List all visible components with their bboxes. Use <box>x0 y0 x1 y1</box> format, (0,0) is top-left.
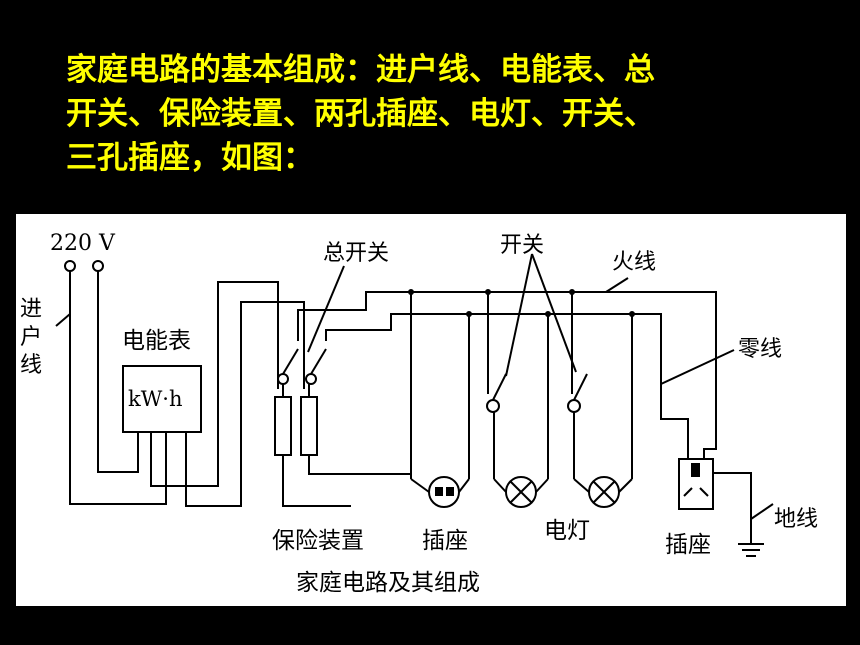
incoming-label-3: 线 <box>20 353 42 378</box>
switch-pointers <box>505 253 577 377</box>
meter-output-wires <box>150 281 305 507</box>
heading-line-3: 三孔插座，如图： <box>66 140 314 176</box>
branch-lamp-2 <box>567 292 633 508</box>
incoming-label-1: 进 <box>20 297 42 322</box>
lamp-label: 电灯 <box>544 518 590 544</box>
fuses <box>274 384 412 507</box>
diagram-caption: 家庭电路及其组成 <box>296 570 480 596</box>
incoming-wires <box>55 271 167 505</box>
branch-lamp-1 <box>486 292 549 508</box>
neutral-wire-label: 零线 <box>738 337 782 362</box>
live-wire-label: 火线 <box>612 250 656 275</box>
two-pin-socket-label: 插座 <box>422 528 468 554</box>
circuit-diagram-panel: 220 V 进 户 线 电能表 kW·h 总开关 开关 火线 零线 保险装置 插… <box>16 214 846 606</box>
three-pin-socket-label: 插座 <box>665 532 711 558</box>
main-switch-label: 总开关 <box>323 241 389 266</box>
circuit-diagram: 220 V 进 户 线 电能表 kW·h 总开关 开关 火线 零线 保险装置 插… <box>20 231 818 596</box>
meter-unit: kW·h <box>128 387 183 411</box>
three-pin-socket <box>660 384 764 557</box>
energy-meter <box>122 365 202 433</box>
terminal-neutral <box>92 260 104 272</box>
main-switch <box>277 265 717 385</box>
terminal-live <box>64 260 76 272</box>
junction-dots <box>408 289 635 317</box>
branch-socket <box>410 292 470 508</box>
heading-line-1: 家庭电路的基本组成：进户线、电能表、总 <box>66 52 655 88</box>
incoming-label-2: 户 <box>20 325 42 350</box>
heading-line-2: 开关、保险装置、两孔插座、电灯、开关、 <box>66 96 655 132</box>
slide-heading: 家庭电路的基本组成：进户线、电能表、总 开关、保险装置、两孔插座、电灯、开关、 … <box>66 48 826 180</box>
switch-label: 开关 <box>500 233 544 258</box>
fuse-label: 保险装置 <box>272 528 364 554</box>
ground-wire-label: 地线 <box>774 507 818 532</box>
meter-label: 电能表 <box>122 328 191 354</box>
voltage-label: 220 V <box>50 231 116 256</box>
label-pointers <box>605 277 774 520</box>
